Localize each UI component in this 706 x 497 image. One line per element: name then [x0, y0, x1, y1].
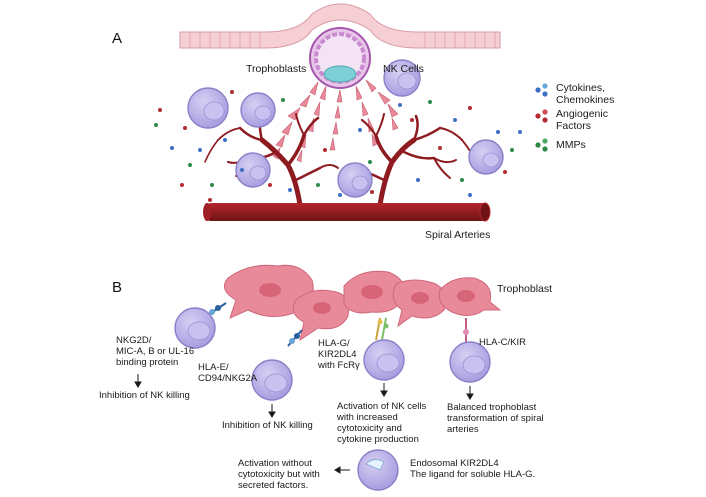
outcome-text: Balanced trophoblast [447, 402, 537, 413]
nk-cell [383, 59, 421, 97]
outcome-text: Inhibition of NK killing [222, 420, 313, 431]
receptor-text: HLA-E/ [198, 362, 229, 373]
outcome-text: Activation without [238, 458, 312, 469]
trophoblast-layer [223, 264, 502, 342]
trophoblast-nuclei [259, 283, 475, 314]
endometrial-epithelium [179, 3, 501, 49]
nk-cell [240, 92, 276, 128]
nk-cell [174, 307, 216, 349]
nk-cell [468, 139, 504, 175]
nk-cell [235, 152, 271, 188]
outcome-text: Activation of NK cells [337, 401, 426, 412]
receptor-text: MIC-A, B or UL-16 [116, 346, 194, 357]
outcome-text: secreted factors. [238, 480, 308, 491]
nk-cells-panel-a [187, 59, 504, 198]
outcome-text: Inhibition of NK killing [99, 390, 190, 401]
receptor-text: HLA-G/ [318, 338, 350, 349]
receptor-text: The ligand for soluble HLA-G. [410, 469, 535, 480]
receptor-text: CD94/NKG2A [198, 373, 258, 384]
legend-item-mmps: MMPs [535, 138, 586, 152]
nk-cell [187, 87, 229, 129]
secreted-factors [154, 90, 522, 202]
legend-label: Chemokines [556, 94, 614, 106]
panel-a-label: A [112, 30, 122, 47]
outcome-text: cytokine production [337, 434, 419, 445]
outcome-text: arteries [447, 424, 479, 435]
legend-item-cytokines: Cytokines, Chemokines [535, 82, 614, 106]
receptor-text: NKG2D/ [116, 335, 152, 346]
outcome-text: cytotoxicity and [337, 423, 402, 434]
outcome-text: cytotoxicity but with [238, 469, 320, 480]
legend-label: Factors [556, 120, 591, 132]
nk-cell-endosomal [357, 449, 399, 491]
nk-cell [337, 162, 373, 198]
spiral-arteries-label: Spiral Arteries [425, 229, 490, 241]
receptor-text: binding protein [116, 357, 178, 368]
legend-item-angiogenic: Angiogenic Factors [535, 108, 608, 132]
legend-label: MMPs [556, 139, 586, 151]
nk-cell [363, 339, 405, 381]
nk-cell [251, 359, 293, 401]
nk-cells-panel-b [174, 307, 491, 491]
nk-cells-label: NK Cells [383, 63, 424, 75]
receptor-text: Endosomal KIR2DL4 [410, 458, 499, 469]
outcome-arrows [134, 374, 474, 474]
invading-trophoblasts [272, 79, 399, 163]
interaction-nkg2d: NKG2D/ MIC-A, B or UL-16 binding protein… [99, 335, 194, 401]
receptor-ligand-4 [463, 318, 469, 346]
panel-b-label: B [112, 279, 122, 296]
blastocyst [309, 27, 371, 89]
trophoblast-label: Trophoblast [497, 283, 552, 295]
outcome-text: transformation of spiral [447, 413, 544, 424]
interaction-endosomal-kir2dl4: Endosomal KIR2DL4 The ligand for soluble… [238, 458, 535, 491]
interaction-hla-g: HLA-G/ KIR2DL4 with FcRγ Activation of N… [317, 338, 426, 445]
receptor-text: HLA-C/KIR [479, 337, 526, 348]
legend-label: Angiogenic [556, 108, 608, 120]
receptor-ligand-2 [287, 329, 303, 347]
main-spiral-artery [203, 202, 491, 222]
receptor-text: with FcRγ [317, 360, 360, 371]
outcome-text: with increased [336, 412, 398, 423]
interaction-hla-e: HLA-E/ CD94/NKG2A Inhibition of NK killi… [198, 362, 313, 431]
receptor-text: KIR2DL4 [318, 349, 357, 360]
nk-cell [449, 341, 491, 383]
receptor-ligand-3 [375, 317, 389, 341]
legend-label: Cytokines, [556, 82, 605, 94]
interaction-hla-c: HLA-C/KIR Balanced trophoblast transform… [447, 337, 544, 435]
trophoblasts-label: Trophoblasts [246, 63, 306, 75]
legend: Cytokines, Chemokines Angiogenic Factors… [535, 82, 614, 152]
